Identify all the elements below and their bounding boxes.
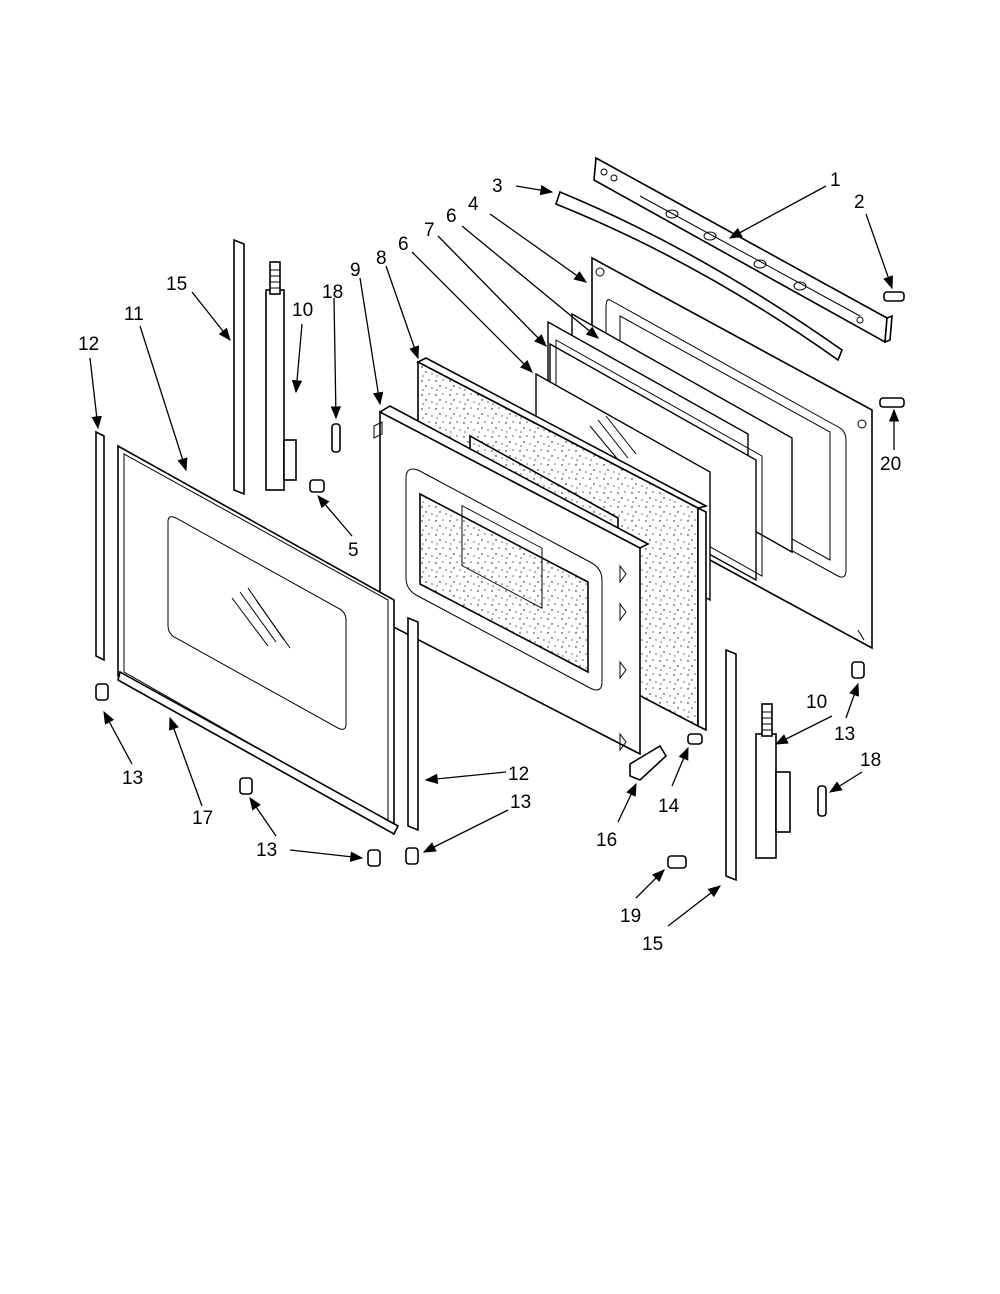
callout-17: 17 <box>192 808 213 829</box>
callout-14: 14 <box>658 796 680 817</box>
part-hinge-receiver-right <box>725 648 737 882</box>
callout-labels: 1 2 3 4 6 7 6 8 9 18 10 15 11 12 5 20 10… <box>78 170 901 955</box>
part-hinge-right <box>755 703 791 859</box>
callout-13-front: 13 <box>510 792 531 813</box>
callout-6-front: 6 <box>398 234 409 255</box>
part-screw-13-left <box>95 683 109 701</box>
callout-20: 20 <box>880 454 901 475</box>
callout-4: 4 <box>468 194 479 215</box>
callout-2: 2 <box>854 192 865 213</box>
part-bottom-trim <box>117 670 400 836</box>
callout-15-left: 15 <box>166 274 187 295</box>
callout-13-right: 13 <box>834 724 855 745</box>
part-screw-13-bottom <box>239 777 253 795</box>
callout-16: 16 <box>596 830 617 851</box>
callout-1: 1 <box>830 170 841 191</box>
callout-3: 3 <box>492 176 503 197</box>
part-screw-13-front-right <box>405 847 419 865</box>
callout-18-left: 18 <box>322 282 343 303</box>
callout-15-right: 15 <box>642 934 663 955</box>
callout-9: 9 <box>350 260 361 281</box>
part-bracket-16 <box>629 744 668 781</box>
part-screw-14 <box>687 733 703 745</box>
callout-10-left: 10 <box>292 300 313 321</box>
part-side-trim-left <box>95 430 105 662</box>
callout-12-left: 12 <box>78 334 99 355</box>
part-screw-2 <box>883 291 905 302</box>
callout-10-right: 10 <box>806 692 827 713</box>
leader-lines <box>89 184 900 927</box>
callout-13-left: 13 <box>122 768 143 789</box>
callout-18-right: 18 <box>860 750 881 771</box>
part-screw-13-front-left <box>367 849 381 867</box>
part-clip-left <box>331 423 341 453</box>
part-side-trim-right <box>407 616 419 832</box>
callout-19: 19 <box>620 906 641 927</box>
callout-8: 8 <box>376 248 387 269</box>
callout-13-bottom: 13 <box>256 840 277 861</box>
part-screw-19 <box>667 855 687 869</box>
part-screw-5 <box>309 479 325 493</box>
part-outer-door-panel <box>117 444 395 830</box>
part-screw-13-right <box>851 661 865 679</box>
part-hinge-left <box>265 261 297 491</box>
part-clip-right <box>817 785 827 817</box>
part-handle <box>555 190 843 362</box>
part-door-liner <box>373 405 650 756</box>
callout-6-rear: 6 <box>446 206 457 227</box>
part-screw-20 <box>879 397 905 408</box>
callout-7: 7 <box>424 220 435 241</box>
part-hinge-receiver-left <box>233 238 245 496</box>
callout-12-right: 12 <box>508 764 529 785</box>
part-top-trim-bar <box>593 156 893 344</box>
callout-11: 11 <box>124 304 144 325</box>
callout-5: 5 <box>348 540 359 561</box>
